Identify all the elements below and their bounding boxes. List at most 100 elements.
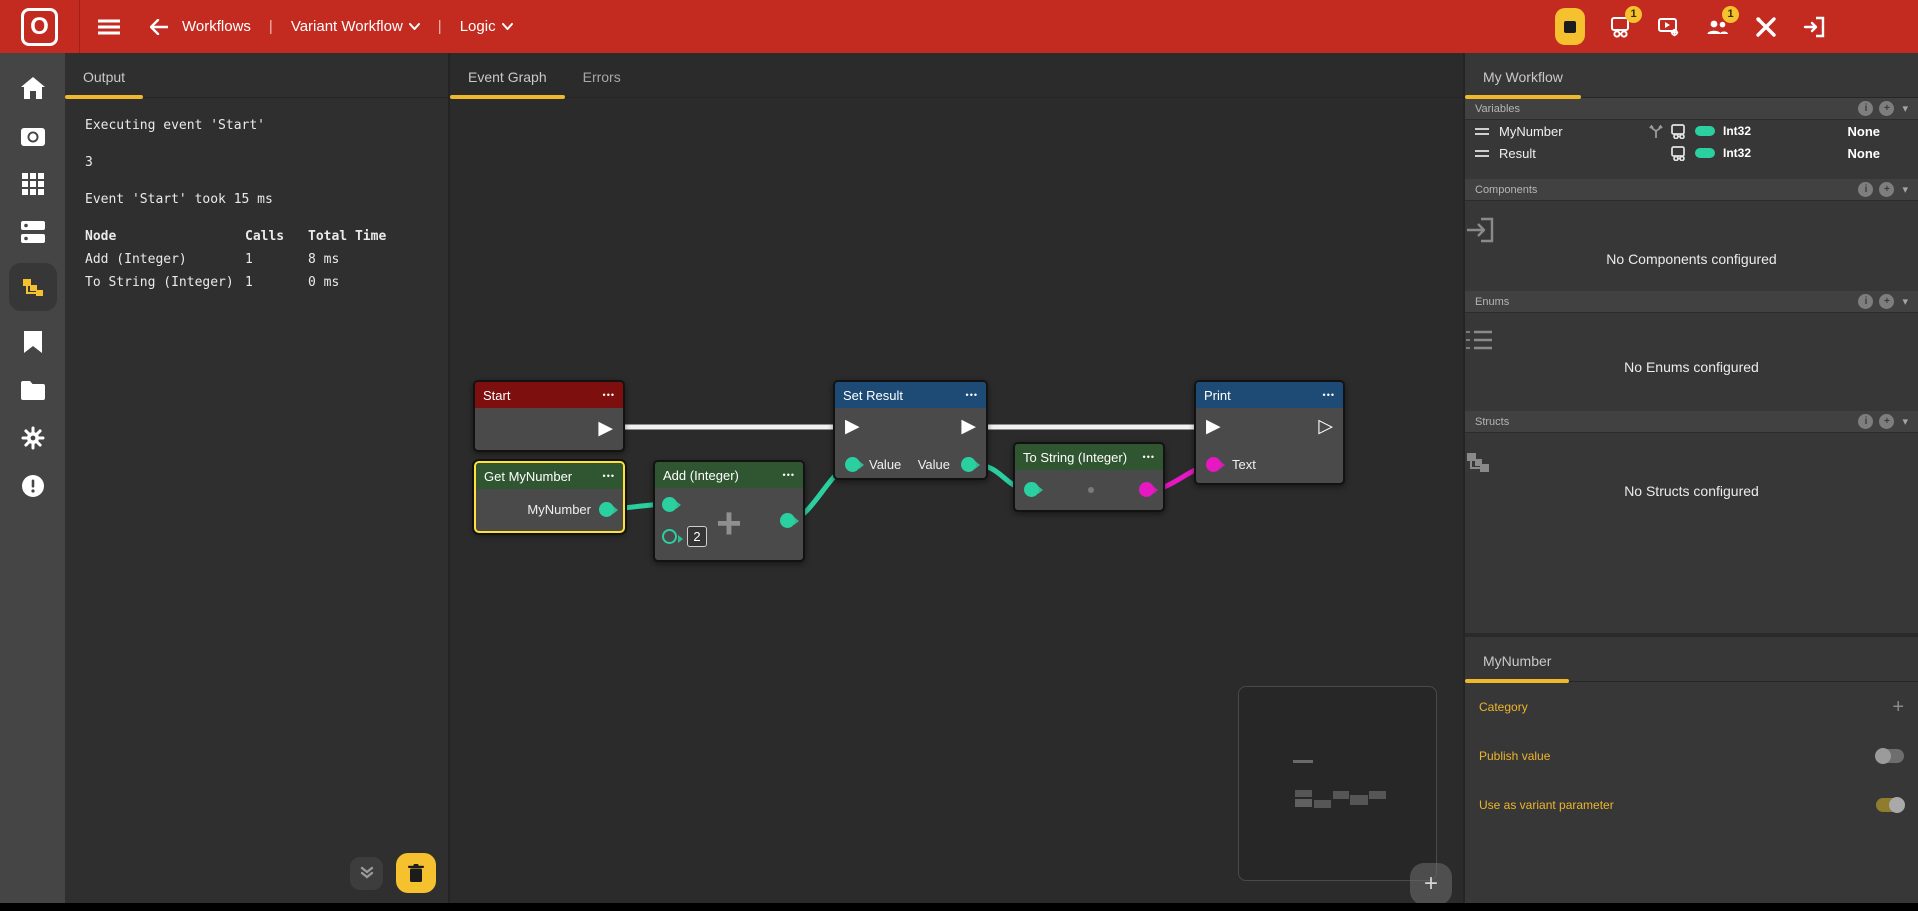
section-header-structs[interactable]: Structs i + ▾ xyxy=(1465,411,1918,433)
variable-row-mynumber[interactable]: MyNumber Int32 None xyxy=(1465,120,1918,142)
data-out-pin[interactable] xyxy=(780,513,799,528)
graph-select-dropdown[interactable]: Logic xyxy=(460,18,513,35)
data-in-pin-2[interactable] xyxy=(662,529,683,544)
output-pin-label: Value xyxy=(917,457,950,472)
workflow-select-dropdown[interactable]: Variant Workflow xyxy=(291,18,420,35)
tab-my-workflow[interactable]: My Workflow xyxy=(1465,69,1581,99)
logout-button[interactable] xyxy=(1802,15,1826,39)
tab-errors[interactable]: Errors xyxy=(565,69,639,97)
node-get-mynumber[interactable]: Get MyNumber ••• MyNumber xyxy=(474,461,625,533)
info-icon[interactable]: i xyxy=(1858,294,1874,309)
node-print[interactable]: Print ••• ▶ ▷ Text xyxy=(1194,380,1345,485)
data-out-pin[interactable] xyxy=(599,502,618,517)
zoom-in-button[interactable]: + xyxy=(1410,863,1452,905)
exec-out-pin[interactable]: ▶ xyxy=(598,417,613,439)
tab-output[interactable]: Output xyxy=(65,69,144,99)
alert-circle-icon xyxy=(21,475,44,497)
chevron-down-icon[interactable]: ▾ xyxy=(1902,416,1908,428)
data-out-pin[interactable] xyxy=(1139,482,1158,497)
clear-output-button[interactable] xyxy=(396,853,436,893)
node-menu-icon[interactable]: ••• xyxy=(1142,452,1155,462)
variable-value: None xyxy=(1847,123,1881,139)
node-start[interactable]: Start ••• ▶ xyxy=(473,380,625,452)
data-out-pin[interactable] xyxy=(961,457,980,472)
add-icon[interactable]: + xyxy=(1879,414,1895,429)
info-icon[interactable]: i xyxy=(1858,414,1874,429)
window-bottom-edge xyxy=(0,903,1918,911)
add-icon[interactable]: + xyxy=(1879,101,1895,116)
add-category-icon[interactable]: + xyxy=(1892,695,1904,718)
data-in-pin[interactable] xyxy=(1024,482,1043,497)
publish-changes-button[interactable]: 1 xyxy=(1609,5,1642,39)
node-menu-icon[interactable]: ••• xyxy=(782,470,795,480)
minimap-node xyxy=(1295,799,1312,807)
node-menu-icon[interactable]: ••• xyxy=(602,471,615,481)
graph-minimap[interactable] xyxy=(1238,686,1437,881)
collapse-output-button[interactable] xyxy=(350,856,383,890)
info-icon[interactable]: i xyxy=(1858,182,1874,197)
info-icon[interactable]: i xyxy=(1858,101,1874,116)
graph-tabbar: Event Graph Errors xyxy=(450,53,1463,99)
breadcrumb-workflows[interactable]: Workflows xyxy=(182,18,251,35)
exec-out-pin[interactable]: ▷ xyxy=(1318,415,1333,437)
sidebar-item-workflows[interactable] xyxy=(8,263,57,311)
variant-parameter-icon xyxy=(1649,124,1663,139)
pin-value-input[interactable]: 2 xyxy=(687,526,707,547)
variable-row-result[interactable]: Result Int32 None xyxy=(1465,142,1918,164)
sidebar-item-home[interactable] xyxy=(11,71,55,105)
exec-in-pin[interactable]: ▶ xyxy=(1206,415,1221,437)
sidebar-item-devices[interactable] xyxy=(11,215,55,249)
section-header-variables[interactable]: Variables i + ▾ xyxy=(1465,98,1918,120)
stats-col-time: Total Time xyxy=(308,229,387,244)
add-icon[interactable]: + xyxy=(1879,294,1895,309)
node-to-string[interactable]: To String (Integer) ••• xyxy=(1013,442,1165,512)
type-color-pill xyxy=(1695,126,1715,136)
stats-cell: 1 xyxy=(245,275,253,290)
sidebar-item-alerts[interactable] xyxy=(11,469,55,503)
node-title: Print xyxy=(1204,387,1231,403)
tab-event-graph[interactable]: Event Graph xyxy=(450,69,565,99)
nav-divider: | xyxy=(268,18,273,35)
section-header-components[interactable]: Components i + ▾ xyxy=(1465,179,1918,201)
node-menu-icon[interactable]: ••• xyxy=(602,390,615,400)
drag-handle-icon[interactable] xyxy=(1475,147,1489,160)
node-add-integer[interactable]: Add (Integer) ••• 2 + xyxy=(653,460,805,562)
sidebar-item-camera[interactable] xyxy=(11,119,55,153)
users-button[interactable]: 1 xyxy=(1705,5,1739,39)
tools-button[interactable] xyxy=(1754,15,1778,39)
node-set-result[interactable]: Set Result ••• ▶ ▶ Value Value xyxy=(833,380,988,480)
publish-icon xyxy=(1609,15,1633,39)
data-in-pin[interactable] xyxy=(845,457,864,472)
tab-variable-detail[interactable]: MyNumber xyxy=(1465,653,1570,683)
chevron-down-icon[interactable]: ▾ xyxy=(1902,103,1908,115)
section-header-enums[interactable]: Enums i + ▾ xyxy=(1465,291,1918,313)
hamburger-menu-button[interactable] xyxy=(98,19,120,35)
sidebar-item-settings[interactable] xyxy=(11,421,55,455)
node-menu-icon[interactable]: ••• xyxy=(1322,390,1335,400)
sidebar-item-apps[interactable] xyxy=(11,167,55,201)
minimap-node xyxy=(1333,791,1349,799)
output-tabbar: Output xyxy=(65,53,448,99)
sidebar-item-files[interactable] xyxy=(11,373,55,407)
stop-workflow-button[interactable] xyxy=(1555,8,1585,45)
add-icon[interactable]: + xyxy=(1879,182,1895,197)
chevron-down-icon[interactable]: ▾ xyxy=(1902,184,1908,196)
data-in-pin[interactable] xyxy=(1206,457,1225,472)
workflow-inspector-panel: My Workflow Variables i + ▾ MyNumber Int… xyxy=(1463,53,1918,903)
runtime-settings-button[interactable] xyxy=(1657,15,1681,39)
drag-handle-icon[interactable] xyxy=(1475,125,1489,138)
back-button[interactable] xyxy=(150,18,168,35)
app-logo[interactable]: O xyxy=(0,0,80,53)
publish-value-toggle[interactable] xyxy=(1875,748,1904,764)
sidebar-item-bookmarks[interactable] xyxy=(11,325,55,359)
exec-out-pin[interactable]: ▶ xyxy=(961,415,976,437)
variant-parameter-toggle[interactable] xyxy=(1876,797,1905,813)
back-arrow-icon xyxy=(150,18,168,35)
exec-in-pin[interactable]: ▶ xyxy=(845,415,860,437)
type-color-pill xyxy=(1695,148,1715,158)
chevron-down-icon xyxy=(408,23,420,30)
node-menu-icon[interactable]: ••• xyxy=(965,390,978,400)
event-graph-canvas[interactable]: Event Graph Errors Start ••• ▶ Get MyNum… xyxy=(450,53,1463,905)
chevron-down-icon[interactable]: ▾ xyxy=(1902,296,1908,308)
run-settings-icon xyxy=(1657,15,1681,39)
